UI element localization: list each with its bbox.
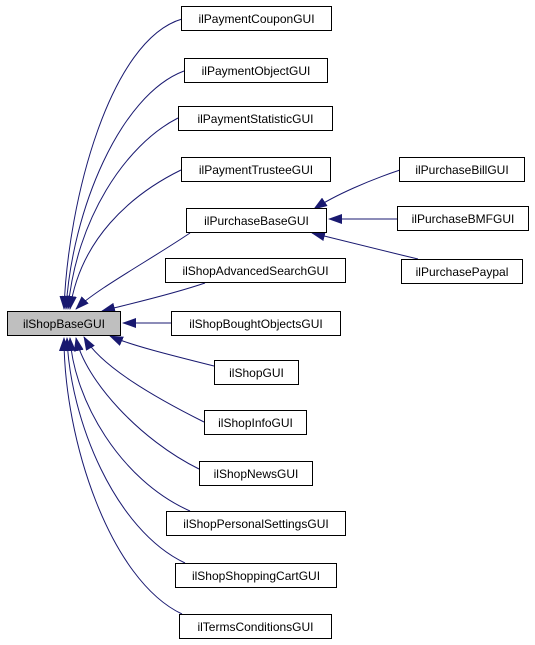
- edge-coupon-to-base: [59, 18, 183, 310]
- node-ilpurchasepaypal[interactable]: ilPurchasePaypal: [401, 259, 523, 284]
- edge-purchasebase-to-base: [75, 232, 191, 310]
- edge-paypal-to-purchasebase: [311, 231, 419, 260]
- node-ilshopnewsgui[interactable]: ilShopNewsGUI: [199, 461, 313, 486]
- node-ilpurchasebmfgui[interactable]: ilPurchaseBMFGUI: [397, 206, 529, 231]
- edge-personal-to-base: [65, 337, 191, 512]
- edge-news-to-base: [73, 337, 200, 470]
- node-ilshopadvancedsearchgui[interactable]: ilShopAdvancedSearchGUI: [165, 258, 346, 283]
- node-ilpaymenttrusteegui[interactable]: ilPaymentTrusteeGUI: [181, 157, 331, 182]
- edge-cart-to-base: [62, 337, 186, 564]
- node-ilpaymentcoupongui[interactable]: ilPaymentCouponGUI: [181, 6, 332, 31]
- node-ilshoppersonalsettingsgui[interactable]: ilShopPersonalSettingsGUI: [166, 511, 346, 536]
- node-ilshopinfogui[interactable]: ilShopInfoGUI: [204, 410, 307, 435]
- node-ilpurchasebasegui[interactable]: ilPurchaseBaseGUI: [186, 208, 327, 233]
- edge-shop-to-base: [109, 335, 215, 367]
- node-ilshopgui[interactable]: ilShopGUI: [214, 360, 299, 385]
- edge-terms-to-base: [59, 337, 183, 615]
- edge-info-to-base: [83, 336, 205, 423]
- node-ilpaymentstatisticgui[interactable]: ilPaymentStatisticGUI: [178, 106, 333, 131]
- edge-trustee-to-base: [66, 169, 182, 310]
- node-ilpaymentobjectgui[interactable]: ilPaymentObjectGUI: [184, 58, 328, 83]
- edge-bill-to-purchasebase: [313, 169, 401, 210]
- edge-statistic-to-base: [64, 117, 179, 310]
- node-ilpurchasebillgui[interactable]: ilPurchaseBillGUI: [399, 157, 525, 182]
- node-iltermsconditionsgui[interactable]: ilTermsConditionsGUI: [179, 614, 332, 639]
- node-ilshopbasegui[interactable]: ilShopBaseGUI: [7, 311, 121, 336]
- node-ilshopboughtobjectsgui[interactable]: ilShopBoughtObjectsGUI: [171, 311, 341, 336]
- node-ilshopshoppingcartgui[interactable]: ilShopShoppingCartGUI: [175, 563, 337, 588]
- edge-object-to-base: [61, 70, 185, 310]
- edge-advsearch-to-base: [101, 282, 206, 313]
